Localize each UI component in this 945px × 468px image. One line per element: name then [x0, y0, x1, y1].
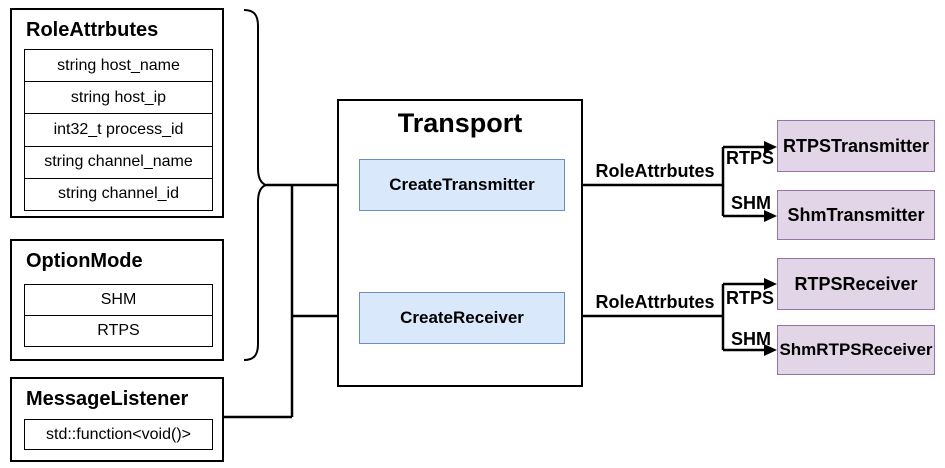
- arrowhead-shm-rtps-receiver: [764, 344, 777, 356]
- edge-label-transmitter-shm: SHM: [731, 193, 771, 213]
- field-host-name: string host_name: [25, 50, 212, 82]
- arrowhead-rtps-transmitter: [764, 141, 777, 153]
- class-title-roleattrbutes: RoleAttrbutes: [26, 19, 159, 41]
- class-box-roleattrbutes: RoleAttrbutes string host_name string ho…: [10, 8, 224, 218]
- field-channel-id: string channel_id: [25, 177, 212, 211]
- class-title-optionmode: OptionMode: [26, 250, 143, 272]
- field-rtps: RTPS: [25, 315, 212, 346]
- edge-label-receiver-roleattrbutes: RoleAttrbutes: [595, 292, 715, 312]
- node-rtps-receiver: RTPSReceiver: [777, 258, 935, 310]
- method-create-receiver: CreateReceiver: [359, 292, 565, 344]
- field-host-ip: string host_ip: [25, 81, 212, 114]
- field-process-id: int32_t process_id: [25, 113, 212, 146]
- class-box-optionmode: OptionMode SHM RTPS: [10, 239, 224, 361]
- edge-label-receiver-rtps: RTPS: [726, 288, 775, 308]
- node-rtps-transmitter: RTPSTransmitter: [777, 120, 935, 172]
- field-std-function: std::function<void()>: [25, 420, 212, 449]
- arrowhead-shm-transmitter: [764, 210, 777, 222]
- class-box-transport: Transport CreateTransmitter CreateReceiv…: [337, 99, 583, 387]
- field-list: SHM RTPS: [24, 284, 213, 347]
- edge-label-transmitter-roleattrbutes: RoleAttrbutes: [595, 161, 715, 181]
- arrowhead-rtps-receiver: [764, 278, 777, 290]
- edge-label-transmitter-rtps: RTPS: [726, 148, 775, 168]
- class-title-messagelistener: MessageListener: [26, 388, 189, 410]
- node-shm-rtps-receiver: ShmRTPSReceiver: [777, 325, 935, 375]
- class-box-messagelistener: MessageListener std::function<void()>: [10, 377, 224, 462]
- method-create-transmitter: CreateTransmitter: [359, 159, 565, 211]
- field-channel-name: string channel_name: [25, 145, 212, 178]
- grouping-brace: [243, 9, 270, 361]
- class-title-transport: Transport: [397, 108, 523, 138]
- edge-label-receiver-shm: SHM: [731, 329, 771, 349]
- field-list: std::function<void()>: [24, 419, 213, 450]
- node-shm-transmitter: ShmTransmitter: [777, 190, 935, 240]
- field-shm: SHM: [25, 285, 212, 315]
- field-list: string host_name string host_ip int32_t …: [24, 49, 213, 211]
